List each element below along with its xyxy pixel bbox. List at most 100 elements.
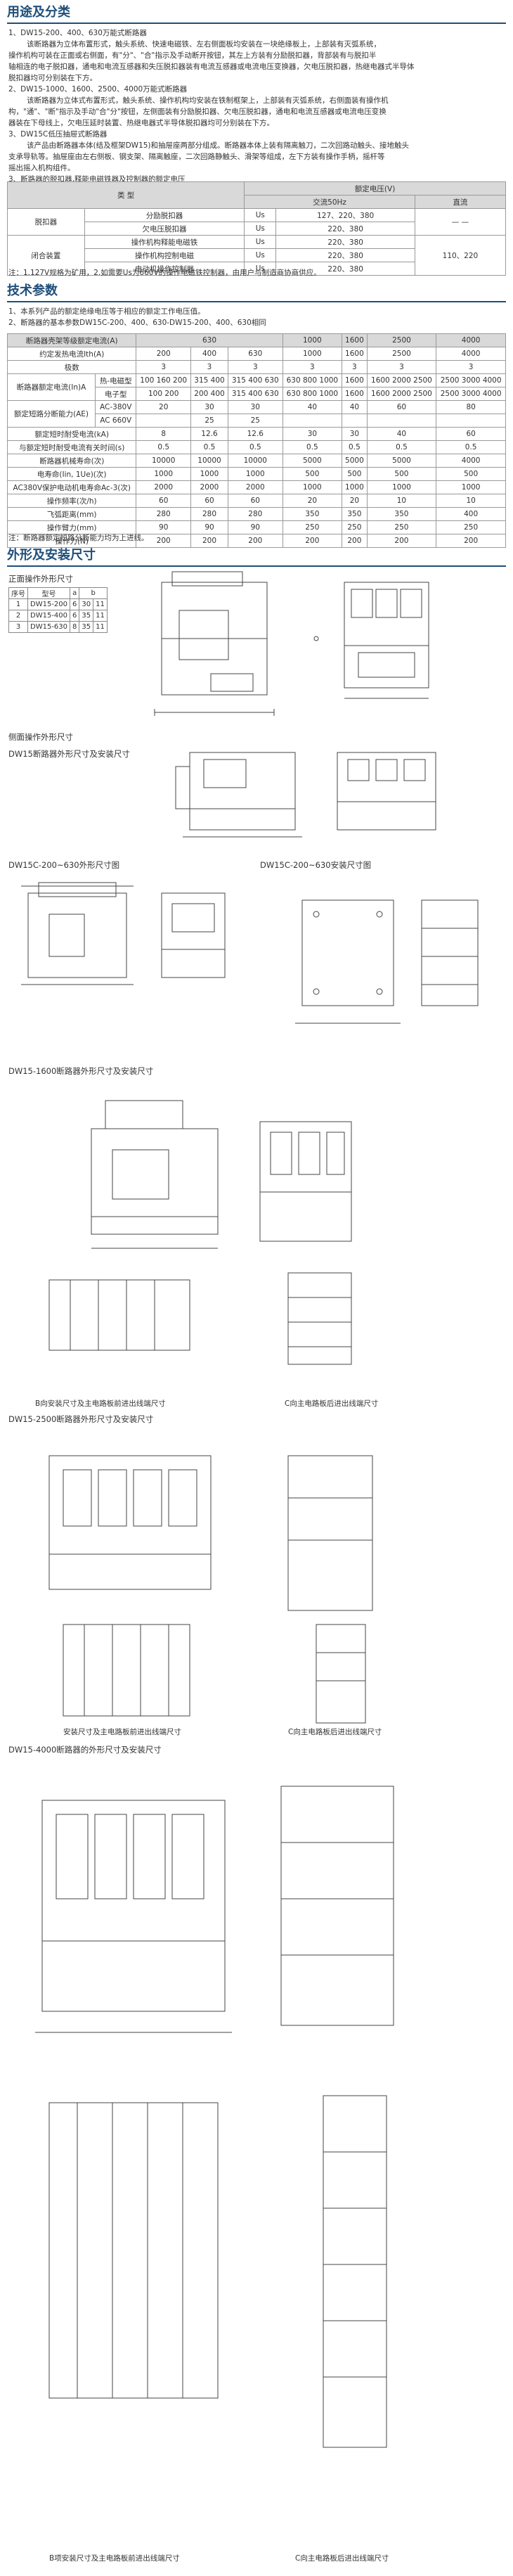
param-cell: 1000 [190,467,228,481]
vt-cell: Us [244,208,277,222]
param-cell: 30 [228,400,283,414]
param-cell: 10000 [190,454,228,468]
tech-line: 1、本系列产品的额定绝缘电压等于相应的额定工作电压值。 [8,307,205,316]
dw15-1600-drawings [48,1100,352,1365]
param-cell: 500 [436,467,506,481]
param-cell: 40 [342,400,368,414]
param-cell: 2000 [190,480,228,494]
param-cell: 280 [228,507,283,521]
vt-cell: 127、220、380 [275,208,415,222]
use-paragraph: 脱扣器均可分别装在下方。 [8,74,97,82]
mini-cell: 11 [93,598,108,610]
dw15-dimension-title: DW15断路器外形尺寸及安装尺寸 [8,749,130,759]
param-cell: AC-380V [94,400,137,414]
use-paragraph: 摇出摇入机构组件。 [8,164,75,172]
voltage-table-note: 注：1.127V规格为矿用，2.如需要Us为660V的操作电磁铁控制器，由用户与… [8,269,321,277]
param-cell: 60 [136,494,191,508]
param-cell: 200 [282,534,343,548]
param-cell: 400 [190,347,228,361]
vt-head-rated: 额定电压(V) [244,181,506,196]
vt-cell: Us [244,248,277,262]
vt-cell: — — [414,208,507,236]
param-cell: 630 [228,347,283,361]
mini-cell: 35 [79,610,94,622]
param-cell [136,414,191,428]
b-view-1600-caption: B向安装尺寸及主电路板前进出线端尺寸 [35,1399,166,1408]
param-cell: 2500 3000 4000 [436,373,506,387]
param-cell: 5000 [366,454,437,468]
param-cell: 200 [366,534,437,548]
dw15-4000-drawings [35,1786,394,2448]
vt-head-type: 类 型 [6,181,245,209]
param-cell: 额定短时耐受电流(kA) [6,427,137,441]
param-cell: 1600 [342,347,368,361]
vt-cell: 220、380 [275,248,415,262]
param-cell: 电寿命(Iin, 1Ue)(次) [6,467,137,481]
param-cell: 200 [228,534,283,548]
vt-cell: Us [244,262,277,276]
section-heading-tech: 技术参数 [7,283,506,302]
param-table-note: 注：断路器额定短路分断能力均为上进线。 [8,534,149,542]
param-head: 4000 [436,333,506,347]
dw15-1600-title: DW15-1600断路器外形尺寸及安装尺寸 [8,1066,154,1076]
front-operation-title: 正面操作外形尺寸 [8,574,73,584]
param-cell: 250 [282,520,343,534]
param-cell: 200 [136,347,191,361]
param-cell [282,414,343,428]
param-cell: 30 [190,400,228,414]
mini-cell: 6 [70,598,80,610]
param-cell: 0.5 [190,440,228,454]
param-cell: 12.6 [228,427,283,441]
param-head: 断路器壳架等级额定电流(A) [6,333,137,347]
voltage-table: 类 型 额定电压(V) 交流50Hz 直流 脱扣器 分励脱扣器 Us 127、2… [6,181,507,276]
param-cell: 极数 [6,360,137,374]
mini-cell: 11 [93,610,108,622]
param-cell: 20 [136,400,191,414]
param-cell: 5000 [342,454,368,468]
use-paragraph: 2、DW15-1000、1600、2500、4000万能式断路器 [8,85,188,94]
vt-head-ac: 交流50Hz [244,195,415,209]
param-cell: 1600 2000 2500 [366,387,437,401]
vt-cell: 欠电压脱扣器 [84,222,245,236]
param-cell: 30 [282,427,343,441]
param-cell: 25 [190,414,228,428]
param-cell: 0.5 [282,440,343,454]
dw15-2500-drawings [48,1455,373,1724]
side-operation-drawing [175,752,436,838]
param-head: 2500 [366,333,437,347]
param-cell: AC 660V [94,414,137,428]
param-cell: 60 [436,427,506,441]
dw15c-drawings [21,882,479,1024]
param-cell: 0.5 [366,440,437,454]
use-paragraph: 该断路器为立体式布置形式，触头系统、操作机构均安装在铁制框架上，上部装有灭弧系统… [27,96,389,105]
param-cell: 350 [282,507,343,521]
param-cell [436,414,506,428]
param-cell: 2000 [136,480,191,494]
param-cell: 40 [282,400,343,414]
mini-cell: 1 [8,598,28,610]
use-paragraph: 器装在下母线上，欠电压延时装置、热继电器式半导体脱扣器均可分别装在下方。 [8,119,274,127]
param-cell: 1600 2000 2500 [366,373,437,387]
param-cell: 1000 [136,467,191,481]
param-cell: 5000 [282,454,343,468]
param-cell: 1000 [436,480,506,494]
mini-cell: 11 [93,621,108,633]
param-cell: 1000 [282,480,343,494]
vt-group-2: 闭合装置 [7,235,85,276]
param-cell: 3 [228,360,283,374]
param-cell: 4000 [436,454,506,468]
param-cell: 操作臂力(mm) [6,520,137,534]
param-cell: 3 [436,360,506,374]
param-cell: 1600 [342,387,368,401]
param-cell: 60 [366,400,437,414]
param-cell: 10000 [228,454,283,468]
mini-cell: 35 [79,621,94,633]
param-cell: 630 800 1000 [282,387,343,401]
param-cell: 10 [436,494,506,508]
param-cell: 与额定短时耐受电流有关时间(s) [6,440,137,454]
param-cell: 操作频率(次/h) [6,494,137,508]
tech-line: 2、断路器的基本参数DW15C-200、400、630-DW15-200、400… [8,319,266,327]
param-cell: 飞弧距离(mm) [6,507,137,521]
section-heading-dims: 外形及安装尺寸 [7,547,506,567]
